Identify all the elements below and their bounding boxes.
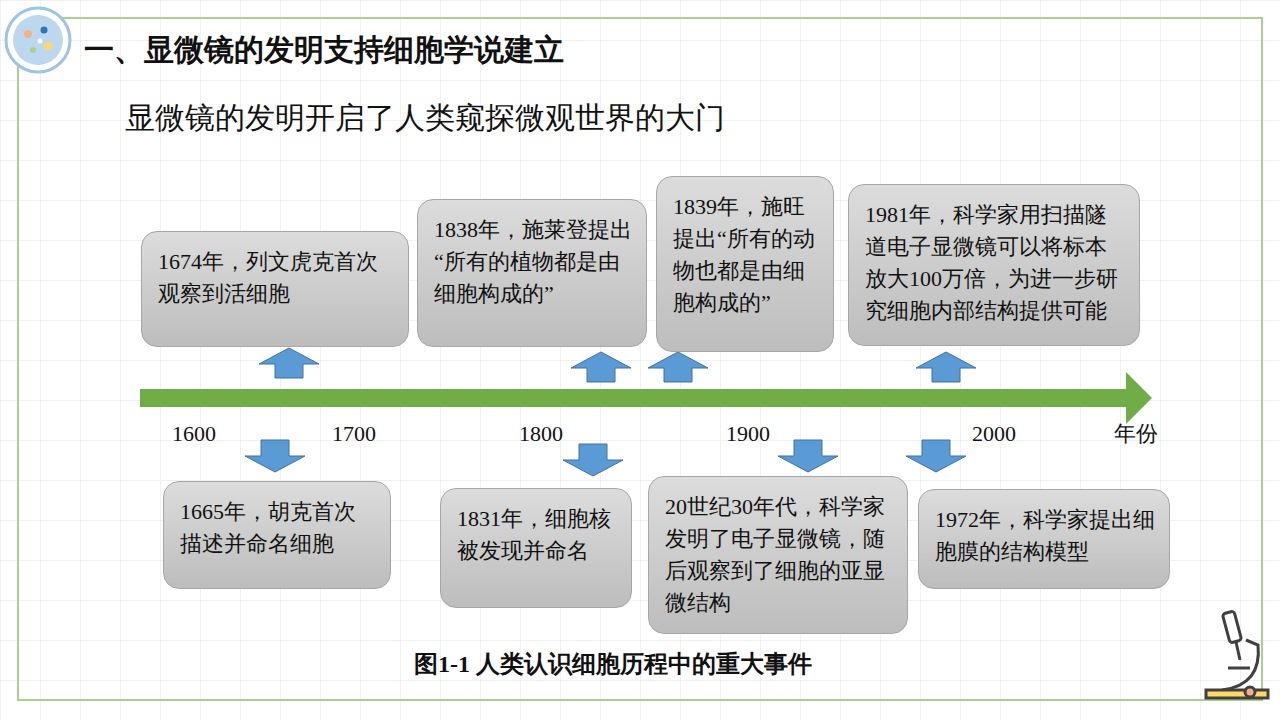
pointer-arrows [245, 348, 976, 476]
event-box: 1981年，科学家用扫描隧道电子显微镜可以将标本放大100万倍，为进一步研究细胞… [848, 184, 1140, 346]
event-box: 1831年，细胞核被发现并命名 [440, 488, 632, 608]
figure-caption: 图1-1 人类认识细胞历程中的重大事件 [414, 648, 812, 680]
frame [18, 18, 1262, 700]
event-box: 1972年，科学家提出细胞膜的结构模型 [918, 489, 1170, 589]
event-box: 1674年，列文虎克首次观察到活细胞 [141, 231, 409, 347]
event-box: 1839年，施旺提出“所有的动物也都是由细胞构成的” [656, 176, 834, 352]
event-box: 20世纪30年代，科学家发明了电子显微镜，随后观察到了细胞的亚显微结构 [648, 476, 908, 634]
event-box: 1665年，胡克首次描述并命名细胞 [163, 481, 391, 589]
year-label: 1800 [519, 420, 563, 449]
year-label: 1700 [332, 420, 376, 449]
microscope-icon [1206, 611, 1268, 698]
year-label: 1600 [172, 420, 216, 449]
slide-title: 一、显微镜的发明支持细胞学说建立 [84, 30, 564, 70]
event-text: 1972年，科学家提出细胞膜的结构模型 [935, 504, 1155, 568]
title-icon [6, 8, 70, 72]
axis-label: 年份 [1114, 420, 1158, 449]
event-text: 1831年，细胞核被发现并命名 [457, 503, 617, 567]
subtitle: 显微镜的发明开启了人类窥探微观世界的大门 [125, 98, 725, 137]
event-box: 1838年，施莱登提出“所有的植物都是由细胞构成的” [417, 199, 647, 347]
event-text: 1674年，列文虎克首次观察到活细胞 [158, 246, 394, 310]
event-text: 1981年，科学家用扫描隧道电子显微镜可以将标本放大100万倍，为进一步研究细胞… [865, 199, 1125, 327]
event-text: 1838年，施莱登提出“所有的植物都是由细胞构成的” [434, 214, 632, 310]
event-text: 1839年，施旺提出“所有的动物也都是由细胞构成的” [673, 191, 819, 319]
event-text: 20世纪30年代，科学家发明了电子显微镜，随后观察到了细胞的亚显微结构 [665, 491, 893, 619]
event-text: 1665年，胡克首次描述并命名细胞 [180, 496, 376, 560]
timeline-arrow [140, 372, 1152, 424]
year-label: 2000 [972, 420, 1016, 449]
year-label: 1900 [726, 420, 770, 449]
